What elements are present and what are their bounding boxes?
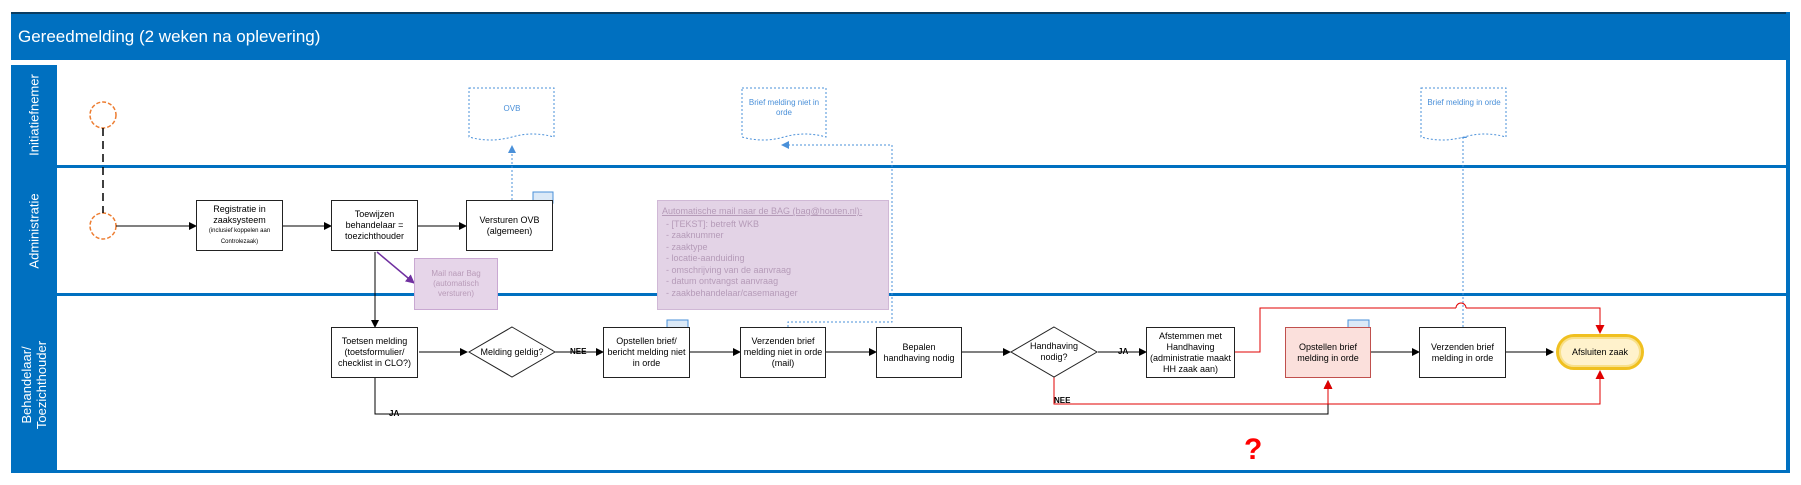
task-bepalen-handhaving[interactable]: Bepalen handhaving nodig	[876, 327, 962, 378]
task-registratie[interactable]: Registratie in zaaksysteem (inclusief ko…	[196, 200, 283, 251]
document-brief-niet-in-orde: Brief melding niet in orde	[748, 98, 820, 117]
diagram-title: Gereedmelding (2 weken na oplevering)	[18, 27, 321, 46]
edge-label-nee: NEE	[570, 347, 587, 356]
note-item: - zaakbehandelaar/casemanager	[666, 287, 798, 298]
task-afstemmen-handhaving-label: Afstemmen met Handhaving (administratie …	[1149, 330, 1232, 374]
decision-diamond-icon	[1010, 326, 1098, 378]
diagram-title-bar: Gereedmelding (2 weken na oplevering)	[11, 12, 1790, 57]
task-verzenden-in-orde-label: Verzenden brief melding in orde	[1430, 341, 1495, 363]
lane-behandelaar: Behandelaar/ Toezichthouder	[11, 296, 57, 473]
lane-separator	[11, 165, 1790, 168]
document-icon	[468, 87, 555, 141]
document-ovb: OVB	[503, 104, 521, 113]
edge-label-ja: JA	[389, 409, 400, 418]
note-item: - [TEKST]: betreft WKB	[666, 218, 760, 229]
task-toetsen-melding-label: Toetsen melding (toetsformulier/ checkli…	[337, 336, 412, 368]
decision-melding-geldig-label: Melding geldig?	[480, 346, 544, 357]
task-toewijzen[interactable]: Toewijzen behandelaar = toezichthouder	[331, 200, 418, 251]
task-versturen-ovb[interactable]: Versturen OVB (algemeen)	[466, 200, 553, 251]
task-mail-naar-bag[interactable]: Mail naar Bag (automatisch versturen)	[414, 258, 498, 310]
lane-separator	[11, 293, 1790, 296]
task-opstellen-in-orde-label: Opstellen brief melding in orde	[1297, 341, 1359, 363]
task-verzenden-in-orde[interactable]: Verzenden brief melding in orde	[1419, 327, 1506, 378]
lane-separator	[11, 57, 1790, 60]
note-item: - datum ontvangst aanvraag	[666, 276, 779, 286]
frame-border-right	[1786, 12, 1790, 473]
task-versturen-ovb-label: Versturen OVB (algemeen)	[479, 214, 540, 236]
document-icon	[741, 87, 827, 141]
note-item: - omschrijving van de aanvraag	[666, 264, 792, 275]
task-bepalen-handhaving-label: Bepalen handhaving nodig	[883, 341, 955, 363]
task-registratie-label: Registratie in zaaksysteem	[213, 203, 266, 225]
note-title: Automatische mail naar de BAG (bag@houte…	[662, 206, 863, 216]
end-event-afsluiten-zaak[interactable]: Afsluiten zaak	[1556, 334, 1644, 370]
edge-label-ja: JA	[1118, 347, 1129, 356]
task-toetsen-melding[interactable]: Toetsen melding (toetsformulier/ checkli…	[331, 327, 418, 378]
question-mark-icon: ?	[1244, 433, 1263, 466]
task-opstellen-in-orde[interactable]: Opstellen brief melding in orde	[1285, 327, 1371, 378]
start-event-icon	[89, 212, 117, 240]
note-item: - zaaknummer	[666, 230, 724, 240]
document-brief-in-orde: Brief melding in orde	[1427, 98, 1501, 107]
note-item: - zaaktype	[666, 241, 708, 252]
edge-label-nee: NEE	[1054, 396, 1071, 405]
start-event-icon	[89, 101, 117, 129]
decision-melding-geldig[interactable]: Melding geldig?	[469, 340, 555, 364]
end-event-label: Afsluiten zaak	[1571, 347, 1629, 357]
decision-handhaving-nodig[interactable]: Handhaving nodig?	[1017, 334, 1091, 370]
task-verzenden-niet-in-orde-label: Verzenden brief melding niet in orde (ma…	[743, 336, 823, 368]
note-item: - locatie-aanduiding	[666, 253, 745, 263]
frame-border-bottom	[11, 470, 1790, 473]
decision-handhaving-nodig-label: Handhaving nodig?	[1029, 341, 1079, 362]
task-registratie-note: (inclusief koppelen aan Controlezaak)	[208, 227, 271, 245]
annotation-note: Automatische mail naar de BAG (bag@houte…	[657, 200, 889, 310]
task-opstellen-niet-in-orde-label: Opstellen brief/ bericht melding niet in…	[607, 336, 686, 368]
task-verzenden-niet-in-orde[interactable]: Verzenden brief melding niet in orde (ma…	[740, 327, 826, 378]
task-opstellen-niet-in-orde[interactable]: Opstellen brief/ bericht melding niet in…	[603, 327, 690, 378]
lane-administratie: Administratie	[11, 168, 57, 293]
task-mail-naar-bag-label: Mail naar Bag (automatisch versturen)	[431, 269, 481, 298]
lane-initiatiefnemer: Initiatiefnemer	[11, 65, 57, 165]
decision-diamond-icon	[468, 326, 556, 378]
task-afstemmen-handhaving[interactable]: Afstemmen met Handhaving (administratie …	[1146, 327, 1235, 378]
document-icon	[1420, 87, 1507, 141]
task-toewijzen-label: Toewijzen behandelaar = toezichthouder	[344, 209, 405, 241]
